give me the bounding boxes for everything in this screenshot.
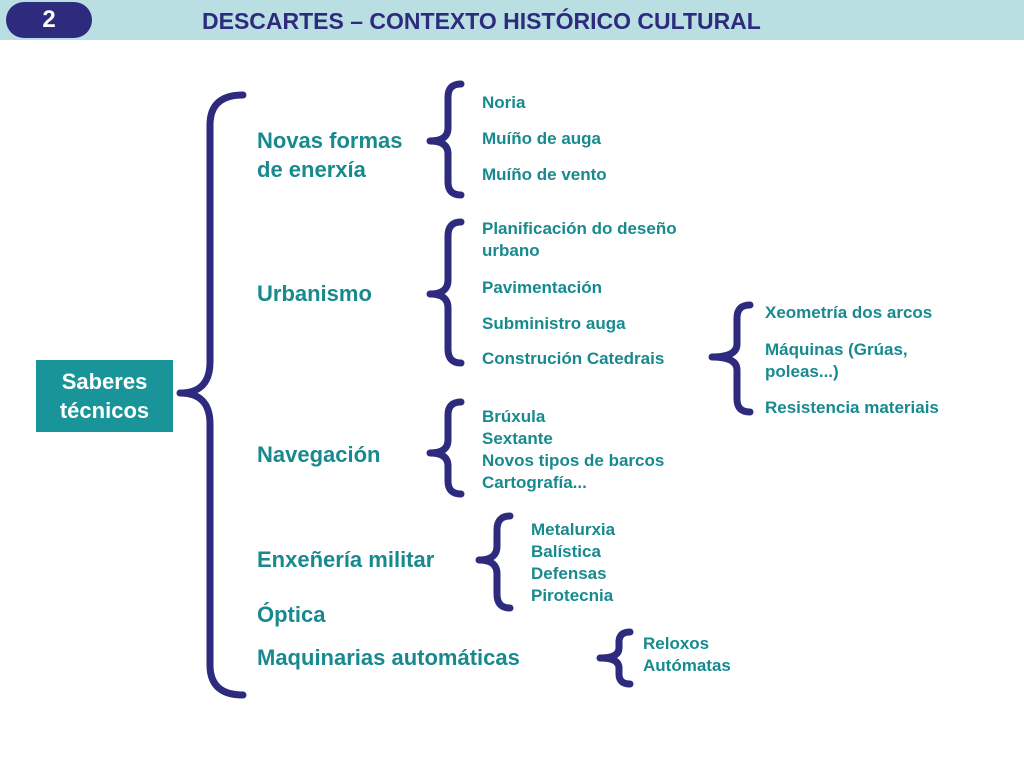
urbanismo-item-catedrais: Construción Catedrais	[482, 349, 665, 368]
category-energia: Novas formas de enerxía	[257, 126, 403, 184]
energia-item-noria: Noria	[482, 93, 526, 112]
root-line-2: técnicos	[59, 398, 150, 423]
category-militar: Enxeñería militar	[257, 547, 435, 572]
category-maquinarias: Maquinarias automáticas	[257, 645, 520, 670]
navegacion-item-barcos: Novos tipos de barcos	[482, 451, 665, 470]
page-number-badge: 2	[6, 2, 92, 38]
catedrais-item-xeometria: Xeometría dos arcos	[765, 303, 933, 322]
navegacion-item-sextante: Sextante	[482, 429, 553, 448]
urbanismo-item-subministro: Subministro auga	[482, 314, 626, 333]
urbanismo-item-planificacion-line-1: Planificación do deseño	[482, 219, 677, 238]
maquinarias-item-automatas: Autómatas	[643, 656, 731, 675]
urbanismo-item-planificacion-line-2: urbano	[482, 241, 540, 260]
catedrais-brace	[708, 301, 754, 416]
main-brace	[176, 91, 247, 699]
militar-items: Metalurxia Balística Defensas Pirotecnia	[531, 519, 615, 607]
navegacion-items: Brúxula Sextante Novos tipos de barcos C…	[482, 406, 664, 494]
urbanismo-item-planificacion: Planificación do deseño urbano	[482, 218, 677, 262]
energia-item-muino-vento: Muíño de vento	[482, 165, 607, 184]
militar-item-balistica: Balística	[531, 542, 601, 561]
header-bar: 2 DESCARTES – CONTEXTO HISTÓRICO CULTURA…	[0, 0, 1024, 40]
maquinarias-item-reloxos: Reloxos	[643, 634, 710, 653]
catedrais-item-maquinas-line-2: poleas...)	[765, 362, 839, 381]
category-energia-line-1: Novas formas	[257, 128, 403, 153]
category-urbanismo: Urbanismo	[257, 281, 372, 306]
catedrais-item-resistencia: Resistencia materiais	[765, 398, 939, 417]
maquinarias-items: Reloxos Autómatas	[643, 633, 731, 677]
energia-brace	[426, 80, 465, 199]
militar-item-metalurxia: Metalurxia	[531, 520, 616, 539]
category-energia-line-2: de enerxía	[257, 157, 366, 182]
militar-item-defensas: Defensas	[531, 564, 607, 583]
catedrais-item-maquinas-line-1: Máquinas (Grúas,	[765, 340, 908, 359]
navegacion-item-cartografia: Cartografía...	[482, 473, 587, 492]
navegacion-item-bruxula: Brúxula	[482, 407, 546, 426]
urbanismo-item-pavimentacion: Pavimentación	[482, 278, 602, 297]
catedrais-item-maquinas: Máquinas (Grúas, poleas...)	[765, 339, 908, 383]
energia-item-muino-auga: Muíño de auga	[482, 129, 601, 148]
page-title: DESCARTES – CONTEXTO HISTÓRICO CULTURAL	[202, 8, 761, 34]
maquinarias-brace	[596, 628, 634, 688]
root-node-saberes-tecnicos: Saberes técnicos	[36, 360, 173, 432]
category-navegacion: Navegación	[257, 442, 381, 467]
root-line-1: Saberes	[61, 369, 148, 394]
navegacion-brace	[426, 398, 465, 498]
militar-item-pirotecnia: Pirotecnia	[531, 586, 614, 605]
category-optica: Óptica	[257, 602, 326, 627]
urbanismo-brace	[426, 218, 465, 367]
militar-brace	[475, 512, 514, 612]
